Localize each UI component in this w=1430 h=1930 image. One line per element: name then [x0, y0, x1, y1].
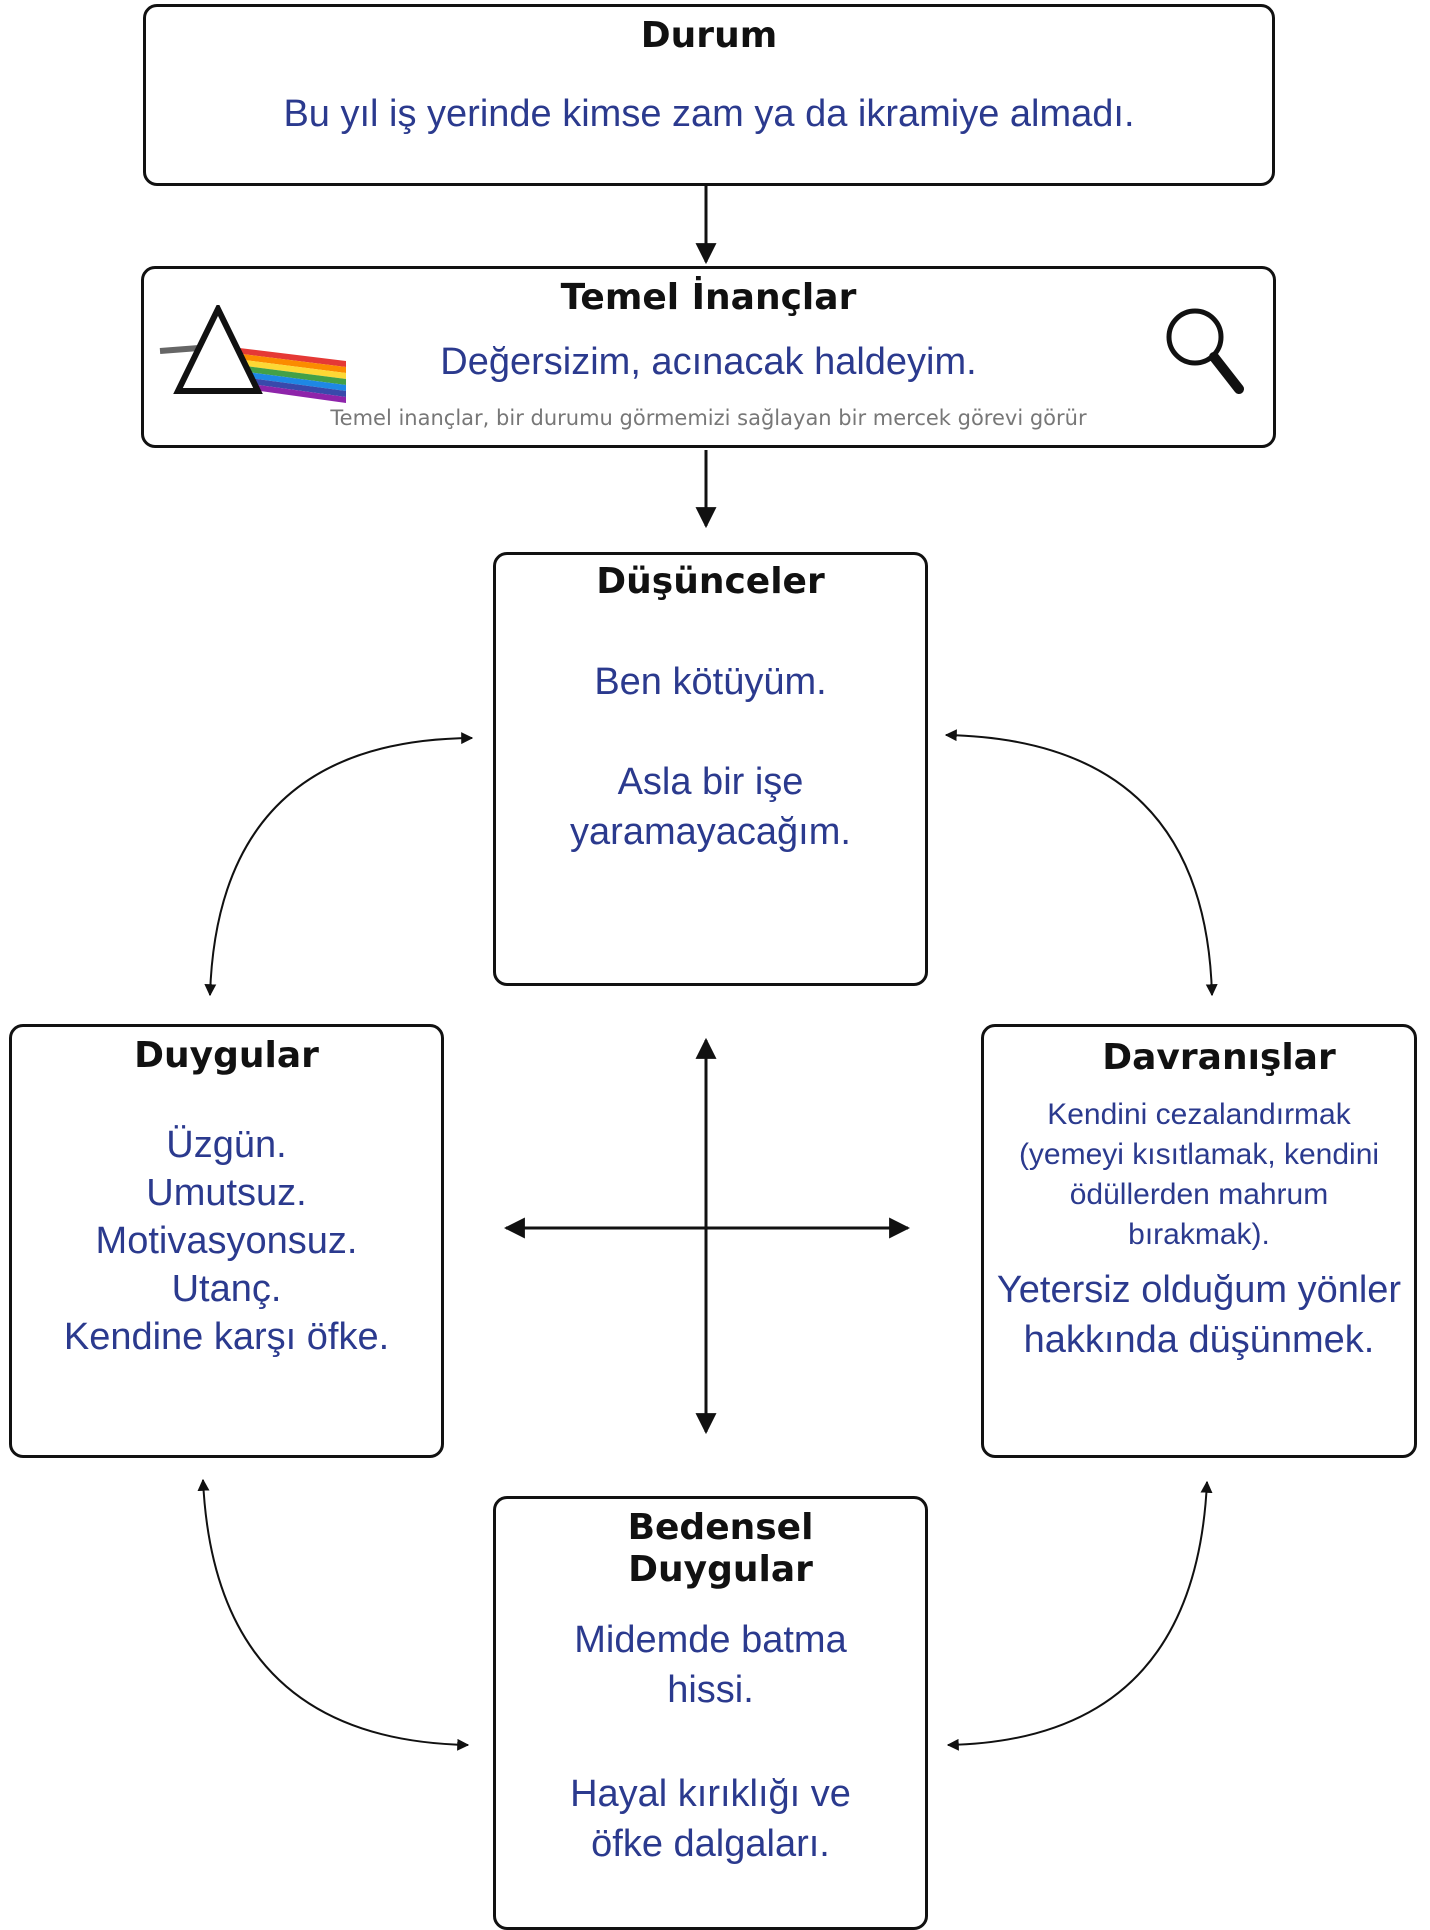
- dusunceler-line-1: Ben kötüyüm.: [594, 661, 827, 703]
- bedensel-line-4: öfke dalgaları.: [591, 1823, 830, 1865]
- curve-duygular-bedensel: [197, 1478, 470, 1751]
- davranislar-small-line-3: ödüllerden mahrum: [1069, 1178, 1329, 1211]
- dusunceler-line-3: yaramayacağım.: [570, 811, 851, 853]
- bedensel-box: Bedensel Duygular Midemde batma hissi. H…: [493, 1496, 928, 1930]
- duygular-line-5: Kendine karşı öfke.: [63, 1316, 390, 1358]
- dusunceler-line-2: Asla bir işe: [617, 761, 804, 803]
- duygular-line-4: Utanç.: [171, 1268, 282, 1310]
- davranislar-small-line-1: Kendini cezalandırmak: [1047, 1098, 1351, 1131]
- davranislar-list: Yetersiz olduğum yönler hakkında düşünme…: [984, 1265, 1414, 1365]
- durum-box: Durum Bu yıl iş yerinde kimse zam ya da …: [143, 4, 1275, 186]
- temel-inanclar-box: Temel İnançlar Değersizim, acınacak hald…: [141, 266, 1276, 448]
- magnifier-icon: [1166, 308, 1244, 394]
- davranislar-small-line-2: (yemeyi kısıtlamak, kendini: [1018, 1138, 1380, 1171]
- duygular-line-2: Umutsuz.: [146, 1172, 307, 1214]
- davranislar-small-list: Kendini cezalandırmak (yemeyi kısıtlamak…: [984, 1095, 1414, 1255]
- bedensel-title-line-1: Bedensel: [627, 1507, 814, 1548]
- davranislar-title: Davranışlar: [1102, 1037, 1336, 1078]
- bedensel-list-2: Hayal kırıklığı ve öfke dalgaları.: [496, 1769, 925, 1869]
- bedensel-line-1: Midemde batma: [574, 1619, 847, 1661]
- duygular-box: Duygular Üzgün. Umutsuz. Motivasyonsuz. …: [9, 1024, 444, 1458]
- davranislar-box: Davranışlar Kendini cezalandırmak (yemey…: [981, 1024, 1417, 1458]
- prism-icon: [159, 305, 346, 403]
- duygular-line-1: Üzgün.: [166, 1124, 287, 1166]
- curve-duygular-dusunceler: [204, 732, 474, 997]
- bedensel-title: Bedensel Duygular: [496, 1507, 925, 1591]
- curve-bedensel-davranislar: [946, 1480, 1213, 1751]
- bedensel-line-2: hissi.: [667, 1669, 754, 1711]
- durum-title: Durum: [640, 15, 778, 56]
- bedensel-title-line-2: Duygular: [628, 1549, 813, 1590]
- dusunceler-box: Düşünceler Ben kötüyüm. Asla bir işe yar…: [493, 552, 928, 986]
- davranislar-line-2: hakkında düşünmek.: [1023, 1319, 1375, 1361]
- bedensel-line-3: Hayal kırıklığı ve: [570, 1773, 851, 1815]
- dusunceler-title: Düşünceler: [596, 561, 825, 602]
- duygular-list: Üzgün. Umutsuz. Motivasyonsuz. Utanç. Ke…: [12, 1121, 441, 1361]
- temel-inanclar-title: Temel İnançlar: [560, 277, 857, 318]
- bedensel-list-1: Midemde batma hissi.: [496, 1615, 925, 1715]
- duygular-line-3: Motivasyonsuz.: [95, 1220, 358, 1262]
- temel-inanclar-caption: Temel inançlar, bir durumu görmemizi sağ…: [330, 406, 1087, 430]
- curve-dusunceler-davranislar: [944, 729, 1218, 997]
- rainbow-beam: [231, 347, 346, 403]
- davranislar-small-line-4: bırakmak).: [1128, 1218, 1270, 1251]
- durum-text: Bu yıl iş yerinde kimse zam ya da ikrami…: [283, 93, 1135, 135]
- davranislar-line-1: Yetersiz olduğum yönler: [996, 1269, 1402, 1311]
- temel-inanclar-text: Değersizim, acınacak haldeyim.: [440, 341, 977, 383]
- duygular-title: Duygular: [134, 1035, 319, 1076]
